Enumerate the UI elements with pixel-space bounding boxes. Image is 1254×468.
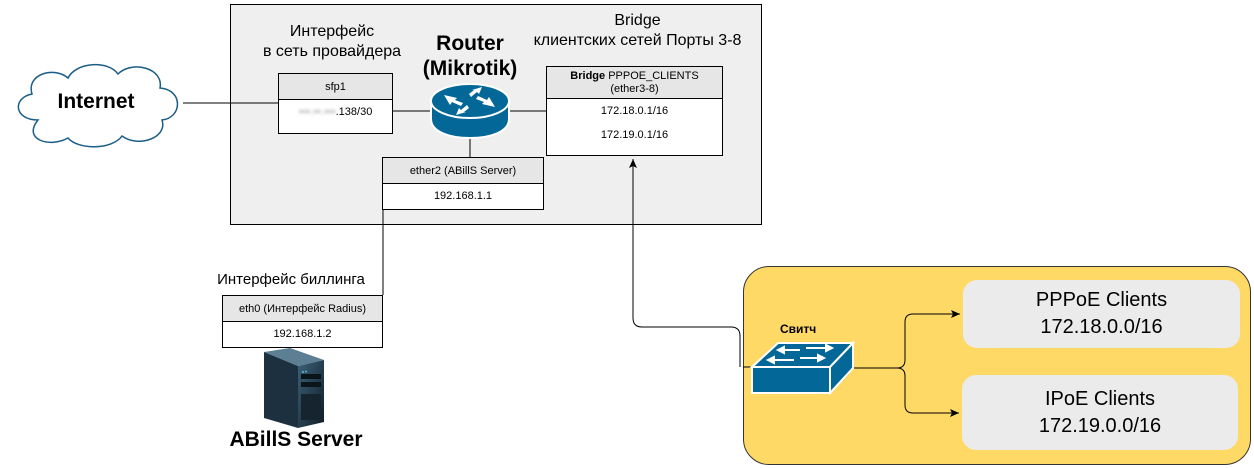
link-switch-pppoe: [853, 310, 960, 369]
client-group-name: IPoE Clients: [1044, 387, 1156, 410]
internet-node: Internet: [8, 58, 184, 150]
router-title: Router (Mikrotik): [405, 31, 535, 81]
sfp1-address-suffix: .138/30: [335, 106, 373, 118]
bridge-interface: Bridge PPPOE_CLIENTS (ether3-8) 172.18.0…: [546, 66, 723, 156]
sfp1-header: sfp1: [279, 74, 392, 100]
router-title-line2: (Mikrotik): [422, 57, 518, 80]
eth0-header: eth0 (Интерфейс Radius): [223, 296, 382, 322]
client-group-name: PPPoE Clients: [1035, 289, 1168, 311]
bridge-caption-line2: клиентских сетей Порты 3-8: [533, 32, 742, 49]
eth0-address: 192.168.1.2: [273, 328, 332, 340]
ether2-address: 192.168.1.1: [433, 190, 493, 202]
bridge-caption-line1: Bridge: [614, 12, 661, 29]
bridge-caption: Bridge клиентских сетей Порты 3-8: [515, 11, 760, 51]
bridge-header-ports: (ether3-8): [610, 82, 659, 95]
server-icon: [264, 348, 324, 428]
ether2-header: ether2 (ABillS Server): [383, 158, 543, 184]
billing-caption: Интерфейс биллинга: [217, 271, 365, 288]
internet-label: Internet: [57, 90, 135, 113]
bridge-address-2: 172.19.0.1/16: [600, 129, 669, 141]
switch-label: Свитч: [780, 322, 817, 336]
sfp1-interface: sfp1 •••.••.•••.138/30: [278, 73, 393, 134]
link-switch-ipoe: [896, 367, 959, 417]
client-group-subnet: 172.18.0.0/16: [1040, 316, 1163, 338]
wan-caption: Интерфейс в сеть провайдера: [262, 22, 402, 62]
client-group-subnet: 172.19.0.0/16: [1038, 414, 1162, 437]
wan-caption-line2: в сеть провайдера: [262, 43, 402, 60]
client-group-ipoe: IPoE Clients 172.19.0.0/16: [962, 375, 1238, 450]
router-title-line1: Router: [436, 32, 504, 55]
ether2-interface: ether2 (ABillS Server) 192.168.1.1: [382, 157, 544, 210]
client-group-pppoe: PPPoE Clients 172.18.0.0/16: [963, 280, 1240, 348]
router-icon: [430, 83, 510, 140]
cloud-icon: [17, 63, 179, 148]
server-label: ABillS Server: [229, 428, 363, 451]
wan-caption-line1: Интерфейс: [289, 23, 375, 40]
bridge-address-1: 172.18.0.1/16: [600, 105, 669, 117]
eth0-interface: eth0 (Интерфейс Radius) 192.168.1.2: [222, 295, 383, 348]
link-bridge-switch: [629, 159, 741, 367]
sfp1-address: •••.••.•••.138/30: [279, 100, 392, 118]
bridge-header-name: PPPOE_CLIENTS: [605, 69, 699, 82]
bridge-header: Bridge PPPOE_CLIENTS (ether3-8): [547, 67, 722, 99]
switch-icon: [749, 340, 856, 396]
bridge-header-bold: Bridge: [570, 69, 606, 82]
sfp1-address-masked: •••.••.•••: [298, 106, 336, 118]
